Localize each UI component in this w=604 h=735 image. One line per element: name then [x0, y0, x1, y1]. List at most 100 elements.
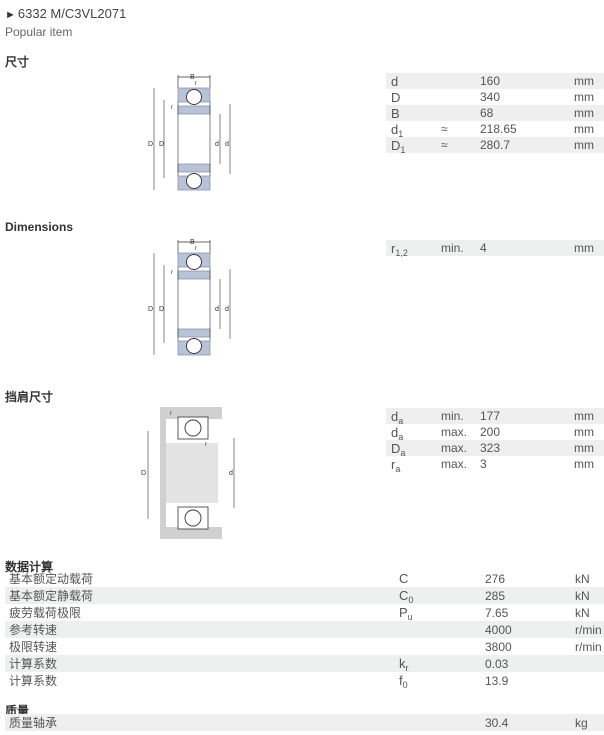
value-cell: 3: [480, 457, 487, 471]
modifier-cell: max.: [441, 457, 468, 471]
label-r2: r: [195, 81, 197, 87]
modifier-cell: min.: [436, 240, 475, 256]
symbol-subscript: r: [405, 663, 409, 673]
label-r2-2: r: [195, 246, 197, 252]
label-d: d: [215, 141, 219, 148]
label-Da: D: [141, 470, 146, 477]
label-r1-2: r: [171, 270, 173, 276]
symbol: C: [399, 571, 409, 586]
symbol-subscript: a: [395, 463, 401, 474]
symbol: C: [399, 588, 409, 603]
label-B: B: [190, 74, 195, 81]
symbol-subscript: 1: [398, 128, 404, 139]
symbol: f: [399, 673, 403, 688]
label-B-2: B: [190, 239, 195, 246]
unit-cell: [571, 655, 604, 672]
symbol-subscript: 1,2: [395, 247, 408, 258]
unit-cell: mm: [569, 240, 604, 256]
symbol-cell: [395, 621, 481, 638]
symbol: r: [391, 456, 396, 472]
symbol-subscript: 1: [400, 144, 406, 155]
symbol: D: [391, 137, 401, 153]
symbol-cell: C0: [395, 587, 481, 605]
label-r1: r: [171, 105, 173, 111]
product-title: ►6332 M/C3VL2071: [5, 6, 126, 21]
value-cell: 30.4: [481, 714, 571, 731]
label-ra: r: [170, 411, 172, 417]
label-D-2: D: [148, 306, 153, 313]
symbol-cell: Pu: [395, 604, 481, 622]
unit-cell: mm: [574, 425, 594, 439]
value-cell: 13.9: [485, 673, 509, 688]
popular-item-tag: Popular item: [5, 25, 73, 39]
parameter-name: 计算系数: [5, 655, 395, 672]
unit-cell: mm: [569, 408, 604, 424]
value-cell: 160: [475, 73, 569, 89]
symbol-subscript: a: [400, 447, 406, 458]
symbol: D: [391, 440, 401, 456]
product-designation: 6332 M/C3VL2071: [17, 6, 127, 21]
symbol: D: [391, 89, 401, 105]
modifier-cell: ≈: [441, 122, 448, 136]
section-size: 尺寸: [5, 55, 30, 69]
symbol: r: [391, 240, 396, 256]
parameter-name: 基本额定静载荷: [5, 587, 395, 604]
symbol-subscript: u: [407, 612, 413, 622]
symbol-subscript: 0: [408, 595, 414, 605]
parameter-name: 基本额定动载荷: [9, 572, 94, 586]
section-abutment: 挡肩尺寸: [5, 390, 54, 404]
symbol-cell: da: [386, 408, 436, 425]
label-D1-2: D: [159, 306, 164, 313]
value-cell: 200: [480, 425, 501, 439]
symbol: P: [399, 605, 408, 620]
section-calc: 数据计算: [5, 560, 54, 574]
calc-row: 极限转速 3800 r/min: [5, 638, 604, 655]
label-ra-2: r: [205, 442, 207, 448]
symbol-cell: [395, 638, 481, 655]
unit-cell: mm: [569, 73, 604, 89]
symbol-cell: C: [395, 570, 481, 587]
unit-cell: r/min: [571, 621, 604, 638]
unit-cell: mm: [569, 105, 604, 121]
value-cell: 340: [480, 90, 501, 104]
symbol-cell: r1,2: [386, 240, 436, 258]
value-cell: 323: [475, 440, 569, 456]
unit-cell: kN: [571, 587, 604, 604]
unit-cell: mm: [569, 440, 604, 456]
symbol-cell: D1: [386, 137, 436, 155]
value-cell: 0.03: [481, 655, 571, 672]
unit-cell: mm: [574, 122, 594, 136]
symbol: k: [399, 656, 406, 671]
label-d1-2: d: [225, 306, 229, 313]
symbol-cell: d: [386, 73, 436, 89]
calc-row: 计算系数 kr 0.03: [5, 655, 604, 673]
modifier-cell: max.: [436, 440, 475, 456]
label-da: d: [229, 470, 233, 477]
value-cell: 4: [475, 240, 569, 256]
value-cell: 285: [481, 587, 571, 604]
symbol: B: [391, 105, 400, 121]
value-cell: 4000: [481, 621, 571, 638]
symbol-cell: D: [386, 89, 436, 105]
unit-cell: r/min: [575, 639, 602, 654]
value-cell: 3800: [485, 639, 512, 654]
unit-cell: mm: [574, 457, 594, 471]
symbol-cell: B: [386, 105, 436, 121]
parameter-name: 极限转速: [9, 640, 58, 654]
